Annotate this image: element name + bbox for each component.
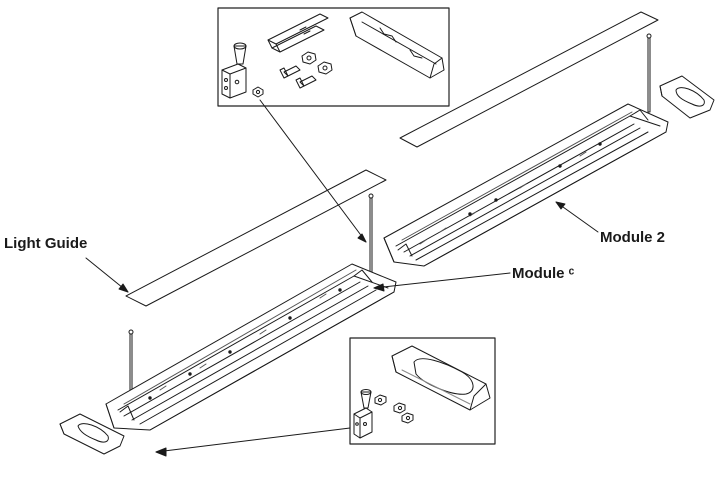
module-2-light-guide — [399, 11, 659, 148]
arrow-inset-bottom — [155, 427, 351, 453]
module-1-rod-left — [129, 333, 133, 399]
module-2-fixture — [383, 11, 715, 267]
module-1-fixture — [59, 169, 397, 455]
module-1-light-guide — [125, 169, 387, 307]
hardware-inset-bottom — [349, 337, 496, 445]
module-1-end-cap — [59, 413, 125, 455]
screw-parts — [279, 65, 317, 89]
small-nut-part — [252, 86, 264, 98]
mounting-post-part — [221, 42, 247, 99]
leader-arrows — [85, 99, 599, 457]
hex-nut-parts — [301, 51, 333, 75]
hex-nut-parts — [374, 394, 414, 424]
inset-frame — [217, 7, 450, 107]
arrow-module-1 — [373, 272, 511, 289]
module-1-label: Module ᶜ — [512, 265, 575, 282]
hardware-inset-top — [217, 7, 450, 107]
end-cap-part-top — [349, 11, 445, 79]
module-2-rod — [647, 37, 651, 113]
module-1-rod-right — [369, 197, 373, 273]
inset-frame — [349, 337, 496, 445]
end-cap-part-bottom — [391, 345, 491, 411]
spring-clip-part — [267, 13, 329, 53]
module-2-end-cap — [659, 75, 715, 119]
mounting-post-part — [353, 389, 373, 439]
arrow-inset-top — [259, 99, 367, 243]
light-guide-label: Light Guide — [4, 235, 88, 252]
module-2-label: Module 2 — [600, 229, 666, 246]
